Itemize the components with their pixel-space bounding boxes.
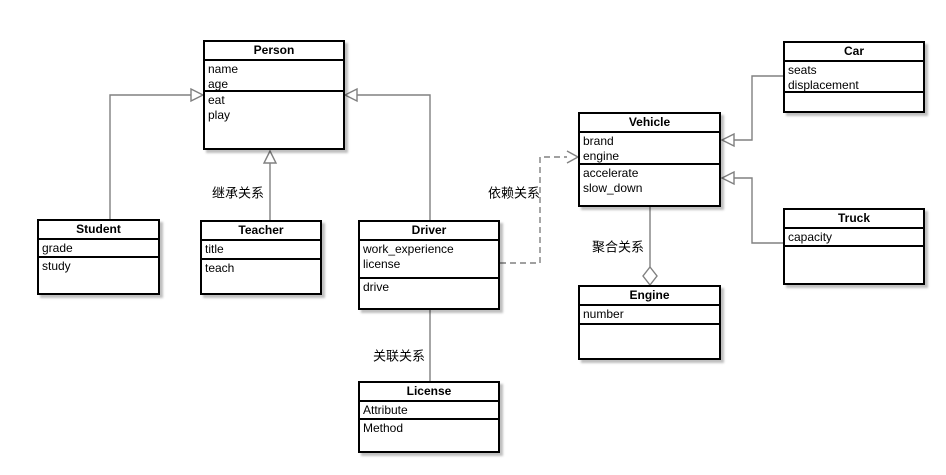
attribute: brand [583,134,614,148]
class-license-methods: Method [360,420,498,451]
attribute: displacement [788,78,859,92]
attribute: license [363,257,401,271]
edge-car-vehicle-inheritance[interactable] [720,75,783,148]
attribute: capacity [788,230,833,244]
class-truck[interactable]: Truck capacity [783,208,925,285]
attribute: age [208,77,229,91]
method: study [42,259,71,273]
attribute: name [208,62,239,76]
class-car-title: Car [785,43,923,62]
class-driver-title: Driver [360,222,498,241]
attribute: work_experience [363,242,454,256]
class-student-attributes: grade [39,240,158,258]
edge-truck-vehicle-inheritance[interactable] [720,170,783,244]
class-engine[interactable]: Engine number [578,285,721,360]
class-license[interactable]: License Attribute Method [358,381,500,453]
class-driver[interactable]: Driver work_experience license drive [358,220,500,310]
method: play [208,108,231,122]
edge-driver-person-inheritance[interactable] [343,87,431,220]
class-truck-attributes: capacity [785,229,923,247]
class-person-methods: eat play [205,92,343,148]
method: Method [363,421,404,435]
method: slow_down [583,181,643,195]
class-truck-title: Truck [785,210,923,229]
edge-student-person-inheritance[interactable] [109,87,205,219]
class-driver-attributes: work_experience license [360,241,498,279]
edge-teacher-person-inheritance[interactable] [262,149,278,220]
class-person[interactable]: Person name age eat play [203,40,345,150]
class-engine-title: Engine [580,287,719,306]
class-person-attributes: name age [205,61,343,92]
dependency-edge-label[interactable]: 依赖关系 [487,185,541,201]
attribute: seats [788,63,817,77]
aggregation-edge-label[interactable]: 聚合关系 [591,239,645,255]
class-teacher-title: Teacher [202,222,320,241]
class-student-methods: study [39,258,158,293]
edge-driver-vehicle-dependency[interactable] [500,150,580,264]
attribute: engine [583,149,620,163]
attribute: Attribute [363,403,408,417]
class-vehicle-title: Vehicle [580,114,719,133]
class-driver-methods: drive [360,279,498,308]
class-person-title: Person [205,42,343,61]
class-engine-attributes: number [580,306,719,325]
inheritance-edge-label[interactable]: 继承关系 [211,185,265,201]
class-engine-methods [580,325,719,358]
class-teacher-methods: teach [202,260,320,293]
attribute: number [583,307,624,321]
class-vehicle-attributes: brand engine [580,133,719,165]
class-truck-methods [785,247,923,283]
attribute: title [205,242,224,256]
class-license-attributes: Attribute [360,402,498,420]
class-teacher-attributes: title [202,241,320,260]
edge-vehicle-engine-aggregation[interactable] [642,207,658,287]
attribute: grade [42,241,73,255]
class-license-title: License [360,383,498,402]
method: eat [208,93,225,107]
method: drive [363,280,390,294]
class-vehicle-methods: accelerate slow_down [580,165,719,205]
class-car-attributes: seats displacement [785,62,923,93]
class-car[interactable]: Car seats displacement [783,41,925,113]
association-edge-label[interactable]: 关联关系 [372,348,426,364]
method: teach [205,261,235,275]
class-teacher[interactable]: Teacher title teach [200,220,322,295]
class-vehicle[interactable]: Vehicle brand engine accelerate slow_dow… [578,112,721,207]
class-car-methods [785,93,923,111]
method: accelerate [583,166,639,180]
class-student-title: Student [39,221,158,240]
class-student[interactable]: Student grade study [37,219,160,295]
